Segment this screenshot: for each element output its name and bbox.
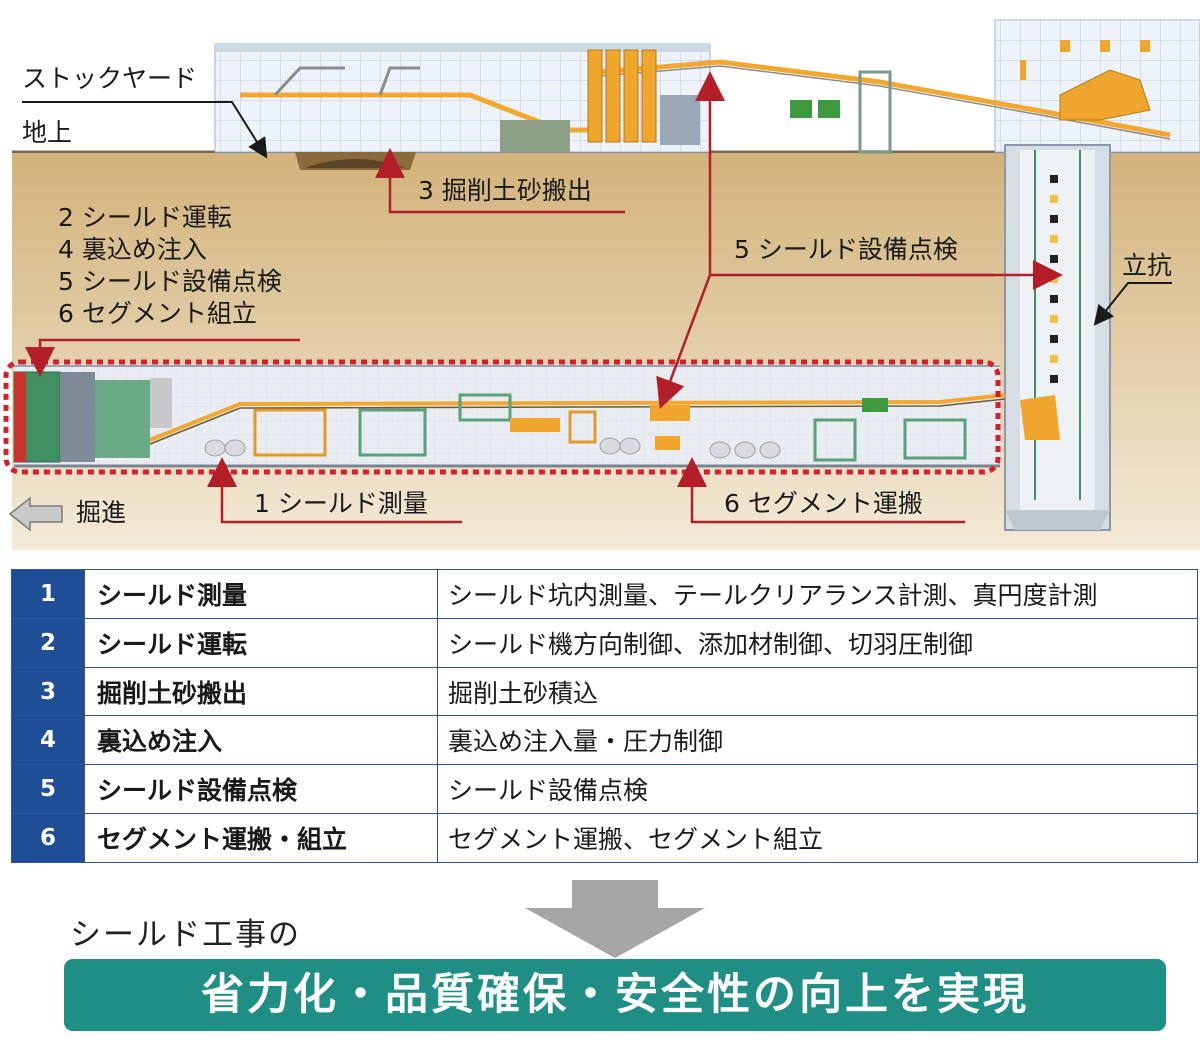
row-number: 3	[11, 666, 85, 717]
row-number: 6	[11, 813, 85, 863]
label-survey: 1 シールド測量	[254, 489, 428, 518]
advance-arrow-icon	[8, 496, 63, 532]
surface-conveyor	[240, 92, 600, 133]
down-arrow-icon	[525, 880, 705, 958]
arrow-segment-transport	[677, 457, 965, 524]
row-number: 2	[11, 617, 85, 668]
footer-prefix: シールド工事の	[70, 917, 301, 953]
table-row: 1 シールド測量 シールド坑内測量、テールクリアランス計測、真円度計測	[11, 569, 1198, 619]
label-stockyard: ストックヤード	[22, 64, 198, 93]
arrow-left-group	[25, 338, 300, 377]
row-description: 裏込め注入量・圧力制御	[437, 715, 1198, 766]
row-description: 掘削土砂積込	[437, 666, 1198, 717]
row-description: シールド設備点検	[437, 764, 1198, 815]
table-row: 4 裏込め注入 裏込め注入量・圧力制御	[11, 715, 1198, 766]
table-row: 2 シールド運転 シールド機方向制御、添加材制御、切羽圧制御	[11, 617, 1198, 668]
row-description: セグメント運搬、セグメント組立	[437, 813, 1198, 863]
label-excavated-soil: 3 掘削土砂搬出	[418, 176, 592, 205]
table-row: 3 掘削土砂搬出 掘削土砂積込	[11, 666, 1198, 717]
label-advance: 掘進	[76, 498, 127, 527]
row-operation: 裏込め注入	[84, 715, 438, 766]
label-shaft: 立抗	[1122, 251, 1173, 280]
tunnel-conveyor	[149, 393, 1006, 442]
row-operation: 掘削土砂搬出	[84, 666, 438, 717]
row-description: シールド坑内測量、テールクリアランス計測、真円度計測	[437, 569, 1198, 619]
label-backfill-injection: 4 裏込め注入	[58, 235, 207, 264]
table-row: 5 シールド設備点検 シールド設備点検	[11, 764, 1198, 815]
label-ground: 地上	[22, 118, 73, 147]
shaft-pointer	[1093, 282, 1172, 326]
row-operation: セグメント運搬・組立	[84, 813, 438, 863]
row-operation: シールド設備点検	[84, 764, 438, 815]
label-shield-operation: 2 シールド運転	[58, 203, 232, 232]
arrow-excavated-soil	[375, 148, 625, 214]
tunnel-highlight-frame	[3, 359, 1001, 475]
label-segment-transport: 6 セグメント運搬	[724, 489, 923, 518]
silos	[587, 49, 657, 143]
arrow-survey	[207, 457, 462, 524]
row-number: 4	[11, 715, 85, 766]
result-banner: 省力化・品質確保・安全性の向上を実現	[64, 959, 1166, 1031]
table-row: 6 セグメント運搬・組立 セグメント運搬、セグメント組立	[11, 813, 1198, 863]
row-description: シールド機方向制御、添加材制御、切羽圧制御	[437, 617, 1198, 668]
arrow-equipment-check-down	[656, 274, 712, 410]
stockyard-pointer	[22, 101, 268, 159]
label-segment-assembly: 6 セグメント組立	[58, 299, 257, 328]
shield-tunnel-diagram	[3, 19, 1200, 550]
row-number: 1	[11, 569, 85, 619]
row-number: 5	[11, 764, 85, 815]
row-operation: シールド運転	[84, 617, 438, 668]
row-operation: シールド測量	[84, 569, 438, 619]
operations-table: 1 シールド測量 シールド坑内測量、テールクリアランス計測、真円度計測 2 シー…	[11, 569, 1198, 863]
label-equipment-inspection: 5 シールド設備点検	[58, 267, 282, 296]
label-equipment-check: 5 シールド設備点検	[734, 235, 958, 264]
